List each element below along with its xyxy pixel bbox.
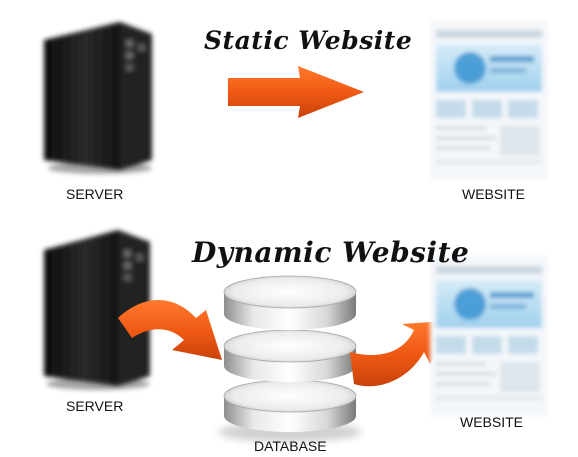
website-thumbnail-icon xyxy=(430,20,548,180)
arrow-right-icon xyxy=(228,66,364,118)
website-thumbnail-icon xyxy=(430,256,548,416)
curved-arrow-icon xyxy=(118,299,222,360)
database-icon xyxy=(218,275,362,442)
website-label-top: WEBSITE xyxy=(462,186,526,202)
server-label-bottom: SERVER xyxy=(66,398,124,414)
database-label: DATABASE xyxy=(254,438,327,454)
dynamic-website-title: Dynamic Website xyxy=(192,236,470,269)
website-label-bottom: WEBSITE xyxy=(460,414,524,430)
server-icon xyxy=(44,22,152,174)
server-label-top: SERVER xyxy=(66,186,124,202)
server-icon xyxy=(44,230,150,390)
static-website-title: Static Website xyxy=(204,26,413,55)
